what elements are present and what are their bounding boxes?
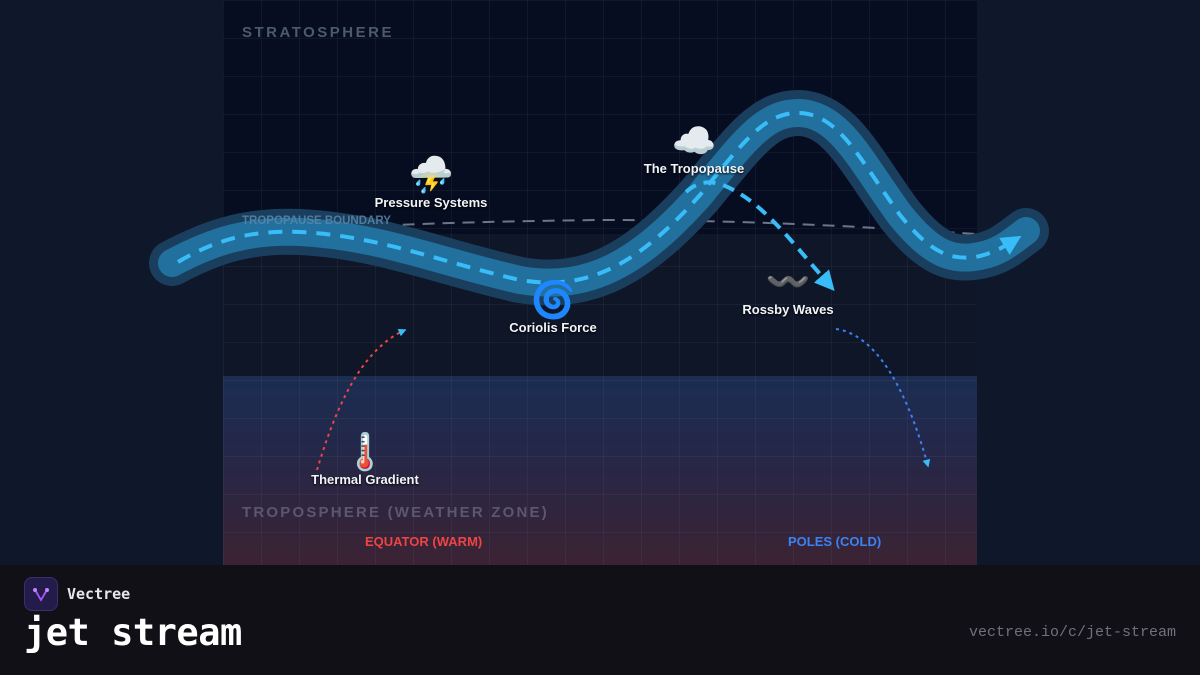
cloud-icon: ☁️ (671, 120, 717, 161)
wavy-dash-icon: 〰️ (765, 261, 811, 302)
node-label: Coriolis Force (509, 320, 597, 335)
rossby-to-poles-arrow (835, 328, 931, 468)
tropopause-boundary-label: TROPOPAUSE BOUNDARY (242, 215, 391, 227)
brand[interactable]: Vectree (24, 577, 130, 611)
troposphere-label: TROPOSPHERE (WEATHER ZONE) (242, 504, 549, 521)
page-url-link[interactable]: vectree.io/c/jet-stream (968, 624, 1176, 641)
cyclone-icon: 🌀 (530, 279, 576, 320)
thermal-to-coriolis-arrow (316, 328, 407, 471)
page-title: jet stream (24, 611, 242, 654)
node-coriolis-force[interactable]: 🌀 Coriolis Force (509, 279, 597, 336)
brand-name: Vectree (67, 585, 131, 603)
connections-layer (149, 90, 1049, 471)
troposphere-band (223, 376, 977, 565)
node-label: Thermal Gradient (311, 472, 419, 487)
node-pressure-systems[interactable]: ⛈️ Pressure Systems (374, 154, 488, 211)
diagram-canvas: STRATOSPHERE TROPOSPHERE (WEATHER ZONE) … (149, 0, 1049, 565)
tropopause-to-rossby-arrow (684, 180, 835, 292)
node-thermal-gradient[interactable]: 🌡️ Thermal Gradient (311, 431, 419, 488)
jet-stream-path (149, 90, 1049, 306)
poles-label: POLES (COLD) (788, 534, 882, 549)
stratosphere-label: STRATOSPHERE (242, 24, 394, 41)
vectree-logo-icon (24, 577, 58, 611)
footer-bar: Vectree jet stream vectree.io/c/jet-stre… (0, 565, 1200, 675)
thermometer-icon: 🌡️ (342, 431, 388, 472)
node-rossby-waves[interactable]: 〰️ Rossby Waves (742, 261, 834, 318)
equator-label: EQUATOR (WARM) (365, 534, 483, 549)
node-label: Pressure Systems (374, 195, 488, 210)
node-label: The Tropopause (643, 161, 745, 176)
thunderstorm-cloud-icon: ⛈️ (408, 154, 454, 195)
node-label: Rossby Waves (742, 302, 834, 317)
node-tropopause[interactable]: ☁️ The Tropopause (643, 120, 745, 177)
